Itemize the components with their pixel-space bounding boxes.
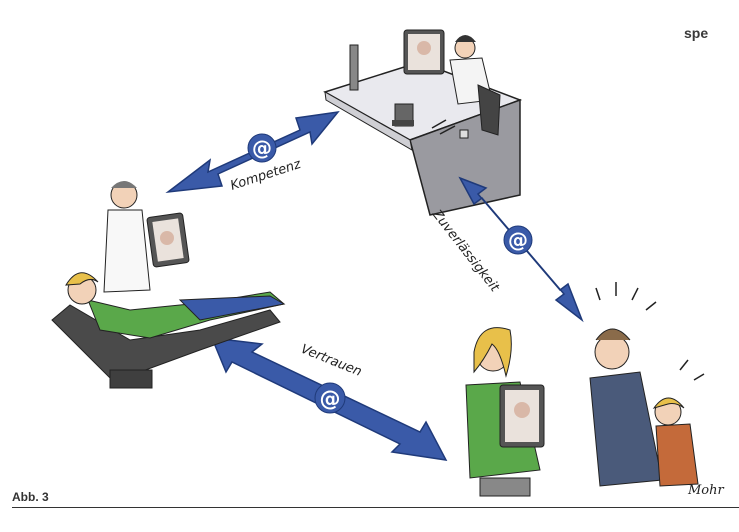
at-symbol-vertrauen: @ bbox=[320, 387, 341, 411]
patient-in-chair bbox=[51, 272, 286, 389]
caption-divider bbox=[12, 507, 739, 508]
label-zuverlaessigkeit: Zuverlässigkeit bbox=[428, 206, 502, 295]
man-and-child bbox=[589, 282, 705, 487]
at-symbol-zuverlaessigkeit: @ bbox=[508, 228, 528, 252]
arrow-vertrauen: @ Vertrauen bbox=[210, 337, 448, 461]
header-partial-text: spe bbox=[684, 25, 709, 41]
label-vertrauen: Vertrauen bbox=[299, 342, 364, 380]
arrow-kompetenz: @ Kompetenz bbox=[165, 110, 340, 194]
at-symbol-kompetenz: @ bbox=[252, 136, 272, 160]
woman-with-tablet bbox=[465, 327, 545, 497]
figure-caption: Abb. 3 bbox=[12, 490, 49, 504]
dentist-standing bbox=[103, 181, 190, 293]
artist-signature: Mohr bbox=[687, 483, 725, 498]
dentist-desk-scene bbox=[323, 29, 523, 216]
